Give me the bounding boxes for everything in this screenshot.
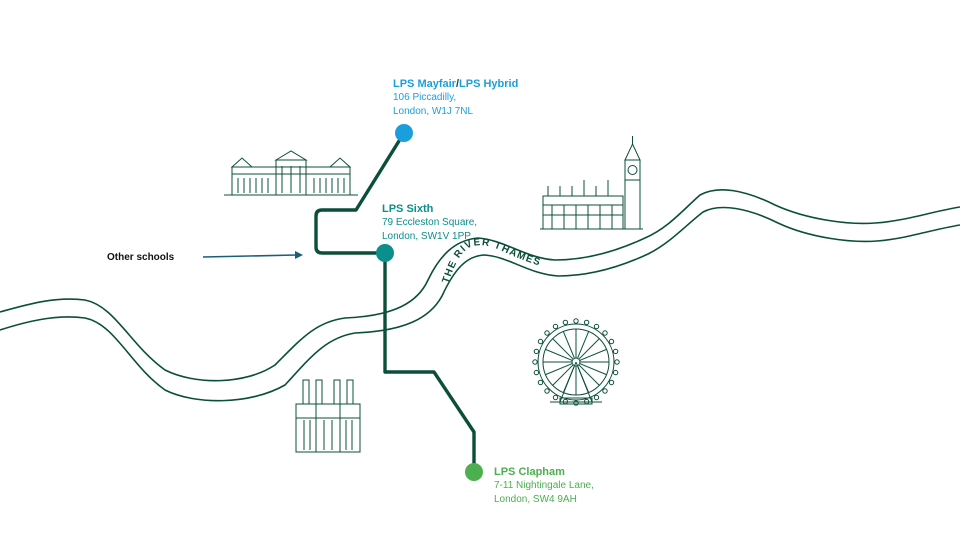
river-thames xyxy=(0,189,960,402)
school-name-separator: / xyxy=(455,78,460,90)
marker-mayfair[interactable] xyxy=(395,124,413,142)
school-label-clapham: LPS Clapham 7-11 Nightingale Lane, Londo… xyxy=(494,465,594,507)
other-schools-arrow xyxy=(202,251,303,259)
school-name-mayfair: LPS Mayfair/LPS Hybrid xyxy=(393,77,518,91)
other-schools-label: Other schools xyxy=(107,252,175,263)
school-address-line1: 79 Eccleston Square, xyxy=(382,217,478,228)
school-address-line2: London, SW4 9AH xyxy=(494,494,577,505)
river-label: THE RIVER THAMES xyxy=(440,237,542,285)
route-sixth-to-clapham xyxy=(383,251,476,473)
big-ben-icon xyxy=(540,136,643,230)
school-address-line2: London, W1J 7NL xyxy=(393,106,474,117)
school-address-line1: 106 Piccadilly, xyxy=(393,92,457,103)
marker-clapham[interactable] xyxy=(465,463,483,481)
school-address-line2: London, SW1V 1PP xyxy=(382,231,471,242)
marker-sixth[interactable] xyxy=(376,244,394,262)
school-label-mayfair: LPS Mayfair/LPS Hybrid 106 Piccadilly, L… xyxy=(393,77,518,119)
route-mayfair-to-sixth xyxy=(314,131,406,255)
school-name-clapham: LPS Clapham xyxy=(494,466,565,478)
buckingham-palace-icon xyxy=(224,150,358,196)
river-bank-south xyxy=(0,206,960,402)
battersea-power-station-icon xyxy=(295,379,361,453)
school-label-sixth: LPS Sixth 79 Eccleston Square, London, S… xyxy=(382,202,477,244)
school-name-hybrid: LPS Hybrid xyxy=(459,78,519,90)
river-bank-north xyxy=(0,189,960,382)
school-name-sixth: LPS Sixth xyxy=(382,203,434,215)
london-eye-icon xyxy=(532,318,620,406)
school-address-line1: 7-11 Nightingale Lane, xyxy=(494,480,594,491)
school-name-mayfair-primary: LPS Mayfair xyxy=(393,78,456,90)
